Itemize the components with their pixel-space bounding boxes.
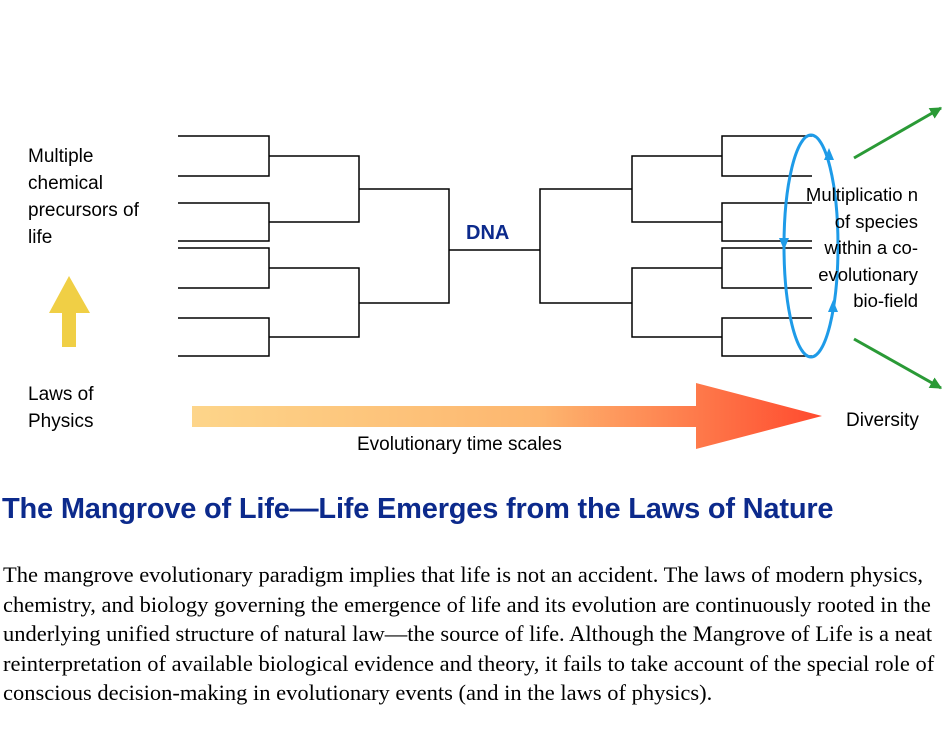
right-branch-3 [631,267,722,338]
physics-label: Laws of Physics [28,384,94,432]
left-branch-4 [178,317,270,357]
right-branch-4 [721,135,812,177]
left-branch-1 [178,135,270,177]
left-branch-7 [359,188,450,304]
right-tree [539,135,812,357]
left-tree [178,135,540,357]
page-title: The Mangrove of Life—Life Emerges from t… [2,493,834,525]
left-branch-3 [178,247,270,289]
diversity-arrow-up-icon [853,106,943,160]
coevolution-loop [779,133,840,359]
right-branch-1 [539,188,632,304]
loop-arrow-up-icon [828,300,838,312]
time-arrow-icon [192,383,822,449]
body-paragraph: The mangrove evolutionary paradigm impli… [3,562,935,705]
left-branch-2 [178,202,270,242]
loop-arrow-up-icon [824,148,834,160]
right-branch-2 [631,155,722,223]
diversity-label: Diversity [846,410,919,431]
left-branch-6 [269,267,360,338]
mangrove-diagram: DNA Multiple chemical precursors of life… [28,106,943,455]
precursors-label: Multiple chemical precursors of life [28,146,139,248]
mangrove-svg: DNA [49,106,943,449]
diversity-arrow-down-icon [853,337,943,390]
multiplication-label: Multiplicatio n of species within a co-e… [805,184,918,311]
loop-arrow-down-icon [779,238,789,250]
right-branch-5 [721,202,812,242]
left-branch-5 [269,155,360,223]
time-label: Evolutionary time scales [357,434,562,455]
right-branch-7 [721,317,812,357]
dna-label: DNA [466,222,509,244]
yellow-up-arrow-icon [49,276,90,347]
right-branch-6 [721,247,812,289]
